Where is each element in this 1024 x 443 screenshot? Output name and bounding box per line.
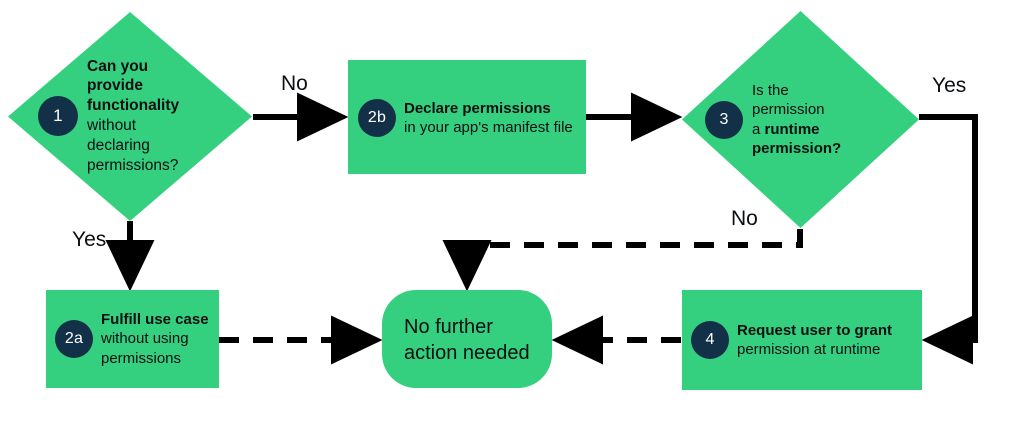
node-1-content: 1 Can you provide functionality without … xyxy=(38,56,248,176)
node-2a-badge: 2a xyxy=(55,320,93,358)
node-2a-line3: permissions xyxy=(101,349,182,367)
node-1-text: Can you provide functionality without de… xyxy=(87,57,179,176)
node-2a-text: Fulfill use case without using permissio… xyxy=(101,310,209,368)
node-done-line1: No further xyxy=(404,316,493,338)
edge-label-1-no: No xyxy=(281,72,308,95)
node-2b-line1: Declare permissions xyxy=(404,99,551,117)
node-3-badge: 3 xyxy=(705,100,743,139)
node-4-text: Request user to grant permission at runt… xyxy=(737,321,892,359)
node-4-line2: permission at runtime xyxy=(737,341,881,358)
node-4-line1: Request user to grant xyxy=(737,321,893,339)
node-4-badge: 4 xyxy=(691,321,729,359)
node-3-line2: permission xyxy=(752,101,825,119)
node-2b-badge: 2b xyxy=(358,99,396,137)
node-1-line5: declaring xyxy=(87,136,150,154)
node-2a-content: 2a Fulfill use case without using permis… xyxy=(55,305,223,373)
node-done-line2: action needed xyxy=(404,342,530,365)
node-1-badge: 1 xyxy=(38,96,78,136)
node-3-line3: a runtime xyxy=(752,120,841,139)
node-4-content: 4 Request user to grant permission at ru… xyxy=(691,317,921,363)
node-no-further-action-needed[interactable] xyxy=(382,290,552,388)
node-3-content: 3 Is the permission a runtime permission… xyxy=(705,72,910,167)
node-3-line4: permission? xyxy=(752,139,842,157)
node-2a-line1: Fulfill use case xyxy=(101,311,209,329)
node-3-line1: Is the xyxy=(752,82,789,100)
node-3-text: Is the permission a runtime permission? xyxy=(752,81,841,158)
node-2b-content: 2b Declare permissions in your app's man… xyxy=(358,95,583,141)
node-1-line3: functionality xyxy=(87,97,180,115)
edge-3-to-4 xyxy=(919,114,978,365)
edge-label-1-yes: Yes xyxy=(72,228,107,251)
node-1-line6: permissions? xyxy=(87,156,179,174)
edge-label-3-yes: Yes xyxy=(932,74,967,97)
node-2a-line2: without using xyxy=(101,330,189,348)
node-3-line3-prefix: a xyxy=(752,120,765,138)
node-2b-line2: in your app's manifest file xyxy=(404,119,573,136)
node-1-line1: Can you xyxy=(87,57,149,75)
node-1-line4: without xyxy=(87,117,137,134)
node-done-text: No further action needed xyxy=(404,314,544,367)
edge-3-to-done xyxy=(442,229,803,292)
node-1-line2: provide xyxy=(87,77,143,95)
edge-label-3-no: No xyxy=(731,207,758,230)
node-3-line3-emphasis: runtime xyxy=(764,120,820,138)
node-2b-text: Declare permissions in your app's manife… xyxy=(404,99,573,137)
